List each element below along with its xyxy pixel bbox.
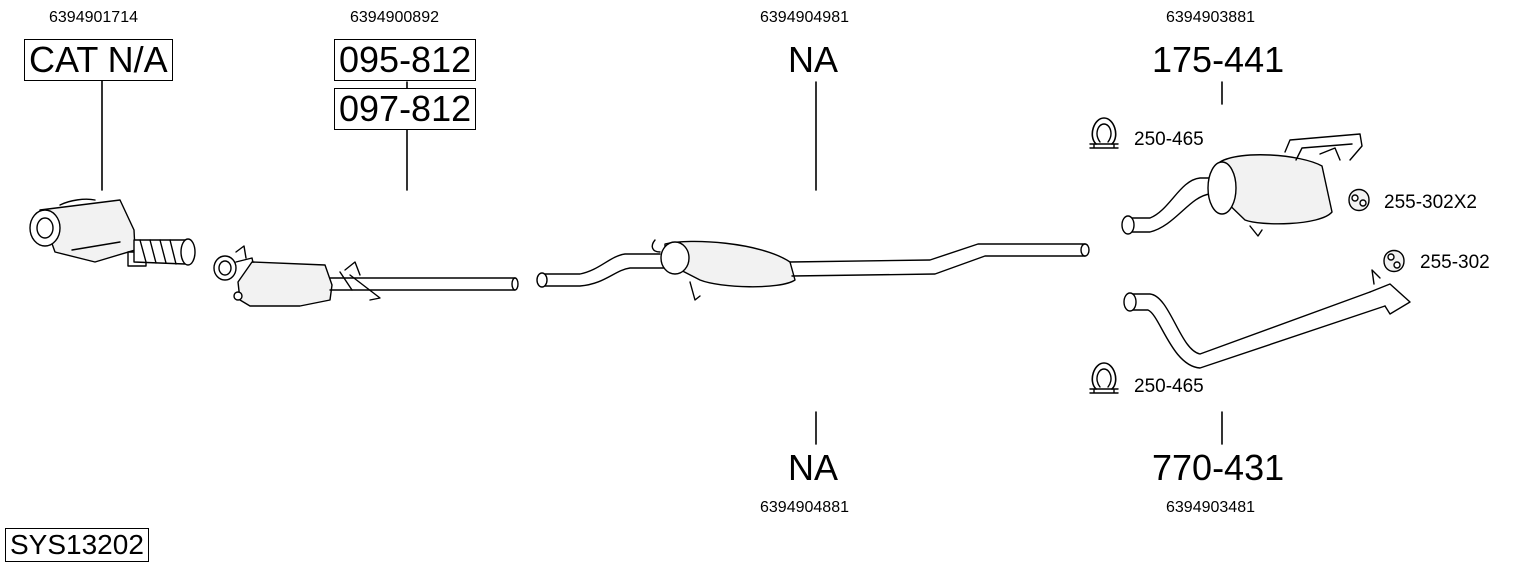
centre-top-ref-number: 6394904981 xyxy=(760,9,849,26)
clamp-lower-label: 250-465 xyxy=(1134,376,1204,397)
front-filter-part xyxy=(213,245,519,307)
front-filter-part-number-2: 097-812 xyxy=(334,88,477,130)
rubber-hanger-icon xyxy=(1348,188,1370,212)
centre-bottom-part-number: NA xyxy=(788,447,839,488)
clamp-icon xyxy=(1089,362,1119,394)
system-id: SYS13202 xyxy=(5,528,149,562)
rear-bottom-ref-number: 6394903481 xyxy=(1166,499,1255,516)
hanger-single-label: 255-302 xyxy=(1420,252,1490,273)
front-filter-part-number-1: 095-812 xyxy=(334,39,477,81)
centre-pipe-part xyxy=(536,239,1090,301)
rear-top-part-number: 175-441 xyxy=(1152,39,1285,80)
front-filter-ref-number: 6394900892 xyxy=(350,9,439,26)
rear-silencer-part xyxy=(1121,133,1363,237)
clamp-upper-label: 250-465 xyxy=(1134,129,1204,150)
rear-pipe-part xyxy=(1123,269,1411,369)
rear-bottom-part-number: 770-431 xyxy=(1152,447,1285,488)
hanger-double-label: 255-302X2 xyxy=(1384,192,1477,213)
rubber-hanger-icon xyxy=(1383,249,1405,273)
catalyst-ref-number: 6394901714 xyxy=(49,9,138,26)
catalyst-part xyxy=(29,198,196,267)
catalyst-part-number: CAT N/A xyxy=(24,39,173,81)
leader-lines xyxy=(101,79,1223,445)
clamp-icon xyxy=(1089,117,1119,149)
centre-bottom-ref-number: 6394904881 xyxy=(760,499,849,516)
rear-top-ref-number: 6394903881 xyxy=(1166,9,1255,26)
centre-top-part-number: NA xyxy=(788,39,839,80)
